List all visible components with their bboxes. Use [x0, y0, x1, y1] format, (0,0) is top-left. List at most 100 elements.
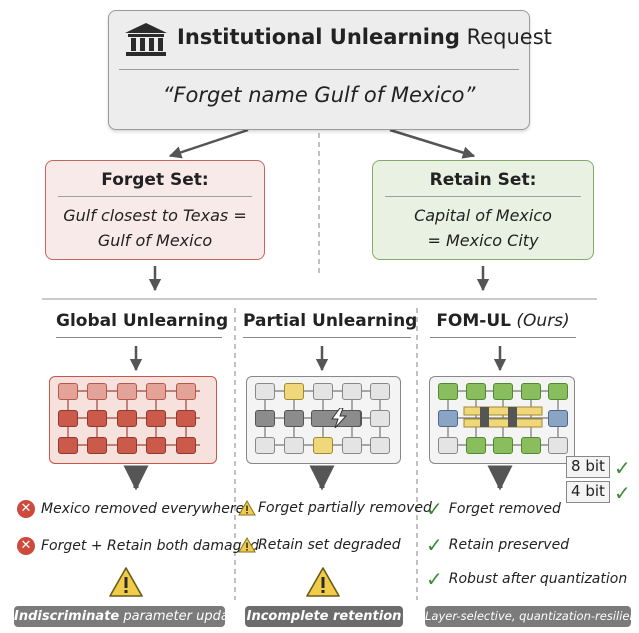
fom-title-underline: [430, 337, 576, 338]
lightning-icon: [331, 408, 348, 428]
check-icon: ✓: [426, 567, 443, 591]
parameter-cell: [370, 383, 390, 400]
parameter-cell: [146, 410, 166, 427]
global-summary-rest: parameter updates: [119, 609, 249, 624]
partial-outcome-1: Forget partially removed: [238, 500, 432, 516]
bit-8-check-icon: ✓: [614, 456, 631, 480]
fom-outcome-1: ✓ Forget removed: [426, 497, 561, 521]
global-warning-icon: [109, 567, 143, 597]
parameter-cell: [548, 383, 568, 400]
parameter-cell: [370, 437, 390, 454]
parameter-cell: [342, 383, 362, 400]
parameter-cell: [493, 437, 513, 454]
parameter-cell: [146, 383, 166, 400]
fom-ul-title: FOM-UL (Ours): [430, 311, 576, 331]
parameter-cell: [87, 383, 107, 400]
bit-8-label: 8 bit: [566, 456, 610, 478]
retain-set-box: Retain Set: Capital of Mexico = Mexico C…: [372, 160, 594, 260]
forget-set-title: Forget Set:: [101, 170, 209, 190]
fom-parameter-panel: [429, 376, 575, 464]
fom-ul-title-suffix: (Ours): [511, 311, 570, 331]
retain-set-body: Capital of Mexico = Mexico City: [414, 206, 552, 250]
parameter-cell: [284, 383, 304, 400]
bit-4-check-icon: ✓: [614, 481, 631, 505]
parameter-cell: [493, 383, 513, 400]
fom-outcome-3: ✓ Robust after quantization: [426, 567, 628, 591]
parameter-cell: [342, 437, 362, 454]
parameter-cell: [548, 437, 568, 454]
parameter-cell: [255, 410, 275, 427]
parameter-cell: [284, 410, 304, 427]
parameter-cell: [255, 437, 275, 454]
forget-set-body: Gulf closest to Texas = Gulf of Mexico: [63, 206, 247, 250]
parameter-cell: [438, 437, 458, 454]
global-parameter-panel: [49, 376, 217, 464]
parameter-cell: [87, 437, 107, 454]
partial-parameter-panel: [246, 376, 401, 464]
retain-set-divider: [385, 196, 581, 197]
header-divider: [119, 69, 519, 70]
fom-outcome-3-text: Robust after quantization: [448, 571, 628, 587]
parameter-cell: [313, 437, 333, 454]
partial-title-underline: [243, 337, 411, 338]
header-title-bold: Institutional Unlearning: [177, 25, 460, 49]
parameter-cell: [117, 410, 137, 427]
fom-outcome-2-text: Retain preserved: [448, 537, 570, 553]
header-title: Institutional Unlearning Request: [177, 25, 552, 49]
fom-ul-title-name: FOM-UL: [436, 311, 511, 331]
parameter-cell: [313, 383, 333, 400]
parameter-cell: [58, 410, 78, 427]
retain-set-title: Retain Set:: [429, 170, 537, 190]
bank-building-icon: [125, 23, 167, 56]
parameter-cell: [146, 437, 166, 454]
arrow-to-retain: [389, 128, 476, 159]
global-summary-bar: Indiscriminate parameter updates: [14, 606, 249, 627]
global-summary-emphasis: Indiscriminate: [14, 609, 120, 624]
global-outcome-2: ✕ Forget + Retain both damaged: [17, 537, 259, 555]
global-title-underline: [56, 337, 222, 338]
partial-outcome-2-text: Retain set degraded: [258, 537, 401, 553]
bit-4-label: 4 bit: [566, 481, 610, 503]
parameter-cell: [438, 410, 458, 427]
x-circle-icon: ✕: [17, 537, 35, 555]
parameter-cell: [466, 383, 486, 400]
partial-warning-icon: [306, 567, 340, 597]
request-header-box: Institutional Unlearning Request “Forget…: [108, 10, 552, 130]
warning-icon: [238, 500, 256, 516]
arrow-to-forget: [168, 128, 249, 159]
forget-set-box: Forget Set: Gulf closest to Texas = Gulf…: [45, 160, 265, 260]
request-quote: “Forget name Gulf of Mexico”: [162, 83, 476, 107]
parameter-cell: [58, 383, 78, 400]
global-outcome-1-text: Mexico removed everywhere: [41, 501, 245, 517]
parameter-cell: [284, 437, 304, 454]
parameter-cell: [117, 383, 137, 400]
parameter-cell: [548, 410, 568, 427]
parameter-cell: [466, 437, 486, 454]
parameter-cell: [176, 383, 196, 400]
fom-outcome-2: ✓ Retain preserved: [426, 533, 570, 557]
parameter-cell: [176, 437, 196, 454]
x-circle-icon: ✕: [17, 500, 35, 518]
check-icon: ✓: [426, 497, 443, 521]
fom-outcome-1-text: Forget removed: [448, 501, 561, 517]
parameter-cell: [521, 383, 541, 400]
parameter-cell: [117, 437, 137, 454]
partial-unlearning-title: Partial Unlearning: [243, 311, 418, 331]
parameter-cell: [176, 410, 196, 427]
warning-icon: [238, 537, 256, 553]
global-outcome-2-text: Forget + Retain both damaged: [41, 538, 259, 554]
partial-outcome-1-text: Forget partially removed: [258, 500, 432, 516]
parameter-cell: [255, 383, 275, 400]
parameter-cell: [438, 383, 458, 400]
parameter-cell: [370, 410, 390, 427]
parameter-cell: [521, 437, 541, 454]
parameter-cell: [58, 437, 78, 454]
partial-outcome-2: Retain set degraded: [238, 537, 401, 553]
header-title-rest: Request: [459, 25, 552, 49]
parameter-cell: [87, 410, 107, 427]
fom-summary-bar: Layer-selective, quantization-resilient: [425, 606, 639, 627]
check-icon: ✓: [426, 533, 443, 557]
forget-set-divider: [58, 196, 252, 197]
